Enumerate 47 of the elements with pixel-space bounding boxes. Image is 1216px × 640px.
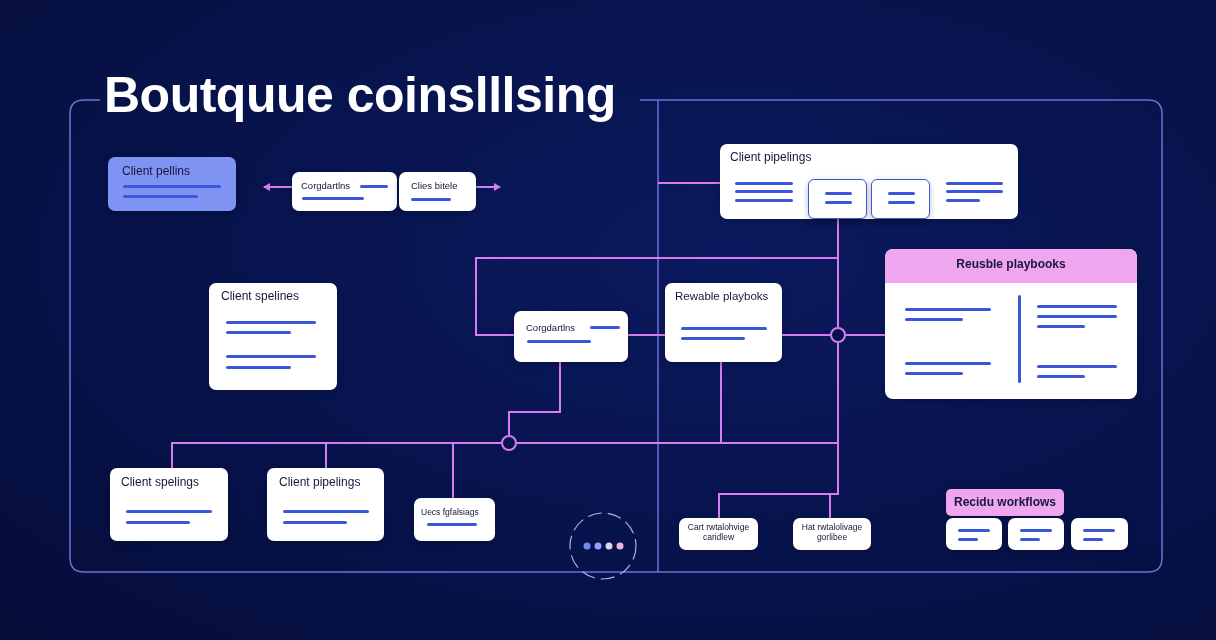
process-box — [720, 144, 1018, 219]
node-title: Corgdartlns — [301, 181, 351, 192]
empty-box — [946, 518, 1002, 550]
connector-line — [516, 361, 722, 444]
empty-box — [1008, 518, 1064, 550]
panel-box — [885, 249, 1137, 399]
node-title: Uecs fgfalsiags — [421, 508, 479, 518]
connector-line — [657, 182, 721, 184]
connector-line — [475, 257, 839, 336]
node-title: Client pipelings — [279, 476, 361, 490]
process-box — [793, 518, 871, 550]
connector-line — [627, 334, 666, 336]
node-title: Rewable playboks — [675, 290, 769, 304]
node-title: Hat rwtalolivage gorlibee — [800, 523, 864, 543]
process-box — [679, 518, 758, 550]
process-box — [108, 157, 236, 211]
connector-line — [845, 334, 886, 336]
process-box — [514, 311, 628, 362]
junction-circle — [501, 435, 517, 451]
empty-box — [1071, 518, 1128, 550]
process-box — [292, 172, 397, 211]
node-title: Client pipelings — [730, 151, 812, 165]
process-box — [267, 468, 384, 541]
process-box — [399, 172, 476, 211]
node-title: Cart rwtalohvige caridlew — [686, 523, 751, 543]
arrow — [263, 183, 293, 191]
process-box — [209, 283, 337, 390]
sub-box — [871, 179, 930, 219]
sub-box — [808, 179, 867, 219]
node-title: Recidu workflows — [953, 496, 1057, 510]
arrow — [475, 183, 501, 191]
node-title: Client pellins — [122, 165, 191, 179]
process-box — [665, 283, 782, 362]
node-title: Reusble playbooks — [955, 258, 1067, 272]
connector-line — [829, 342, 839, 519]
connector-line — [781, 334, 831, 336]
connector-line — [508, 361, 561, 436]
node-title: Corgdartlns — [526, 323, 576, 334]
node-title: Clies bitele — [411, 181, 458, 192]
label-box — [946, 489, 1064, 516]
process-box — [110, 468, 228, 541]
node-title: Client spelines — [221, 290, 300, 304]
junction-circle — [830, 327, 846, 343]
process-box — [414, 498, 495, 541]
connector-line — [452, 442, 502, 499]
node-title: Client spelings — [121, 476, 200, 490]
diagram-title: Boutquue coinslllsing — [104, 66, 616, 124]
